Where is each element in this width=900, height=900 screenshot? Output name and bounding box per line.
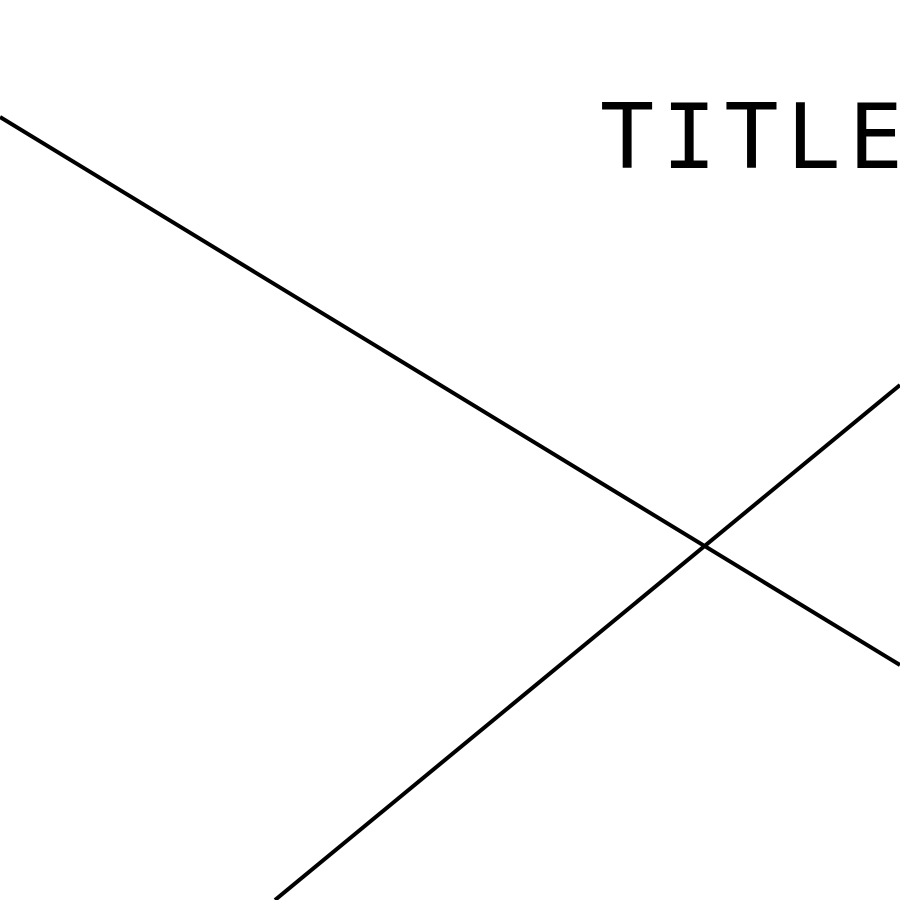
descending-line: [0, 115, 900, 667]
diagram-title: TITLE: [600, 85, 900, 190]
ascending-line: [273, 383, 900, 900]
